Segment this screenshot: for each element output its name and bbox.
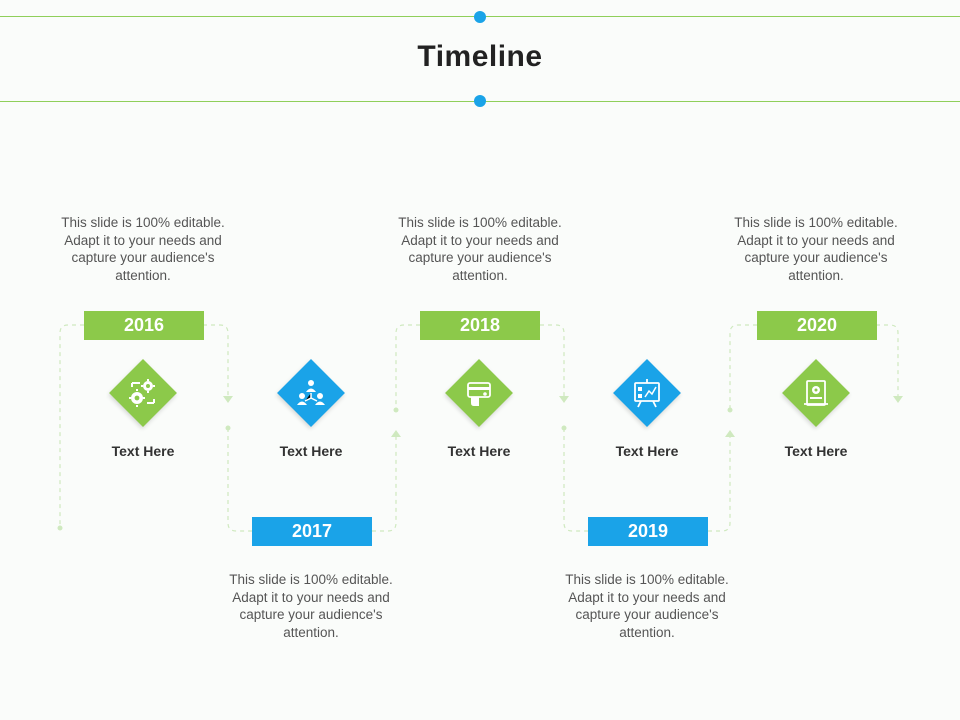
year-badge: 2016	[84, 311, 204, 340]
slide-title: Timeline	[417, 40, 543, 73]
presentation-board-icon	[634, 379, 660, 408]
card-hand-icon	[467, 382, 491, 406]
top-rule-dot	[474, 11, 486, 23]
milestone-description: This slide is 100% editable. Adapt it to…	[398, 215, 562, 283]
year-badge: 2018	[420, 311, 540, 340]
milestone-description: This slide is 100% editable. Adapt it to…	[565, 572, 729, 640]
people-network-icon	[297, 380, 325, 405]
document-badge-icon	[804, 380, 828, 406]
bottom-rule-dot	[474, 95, 486, 107]
gears-cycle-icon	[129, 379, 155, 407]
milestone-label: Text Here	[615, 443, 679, 459]
milestone-description: This slide is 100% editable. Adapt it to…	[229, 572, 393, 640]
milestone-description: This slide is 100% editable. Adapt it to…	[734, 215, 898, 283]
year-badge: 2019	[588, 517, 708, 546]
milestone-label: Text Here	[111, 443, 175, 459]
milestone-label: Text Here	[447, 443, 511, 459]
milestone-label: Text Here	[279, 443, 343, 459]
milestone-label: Text Here	[784, 443, 848, 459]
year-badge: 2017	[252, 517, 372, 546]
milestone-description: This slide is 100% editable. Adapt it to…	[61, 215, 225, 283]
year-badge: 2020	[757, 311, 877, 340]
